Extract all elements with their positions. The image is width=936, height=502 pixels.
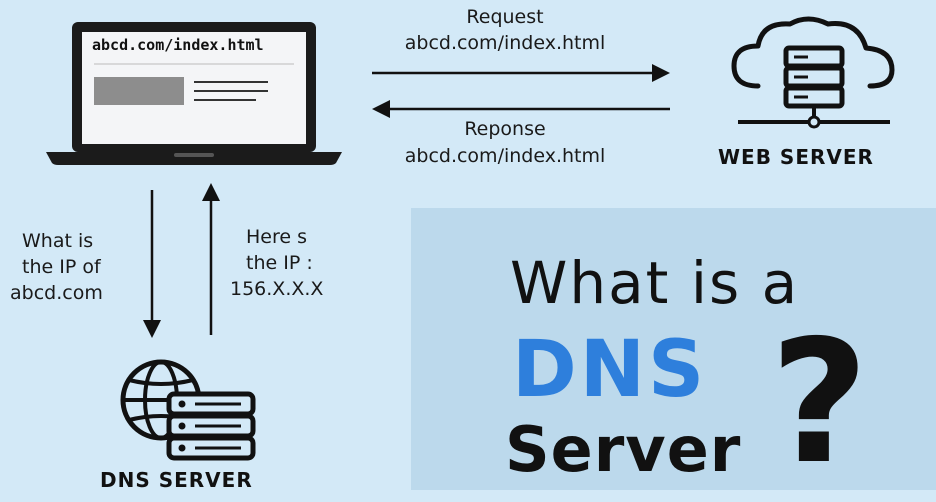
headline-server: Server xyxy=(505,413,742,486)
question-mark: ? xyxy=(770,304,869,502)
headline-panel xyxy=(411,208,936,490)
laptop-icon xyxy=(46,22,342,165)
headline-dns: DNS xyxy=(512,325,708,415)
response-arrow xyxy=(372,100,670,118)
dns-query-line3: abcd.com xyxy=(10,282,103,304)
globe-server-icon xyxy=(120,359,256,461)
query-arrow xyxy=(143,190,161,338)
dns-query-line1: What is xyxy=(22,230,94,252)
dns-answer-line1: Here s xyxy=(246,226,307,248)
dns-server-label: DNS SERVER xyxy=(100,468,253,492)
address-bar: abcd.com/index.html xyxy=(92,36,264,54)
content-image-block xyxy=(94,77,184,105)
dns-answer-line2: the IP : xyxy=(246,252,313,274)
response-title: Reponse xyxy=(464,118,546,140)
web-server-label: WEB SERVER xyxy=(718,145,874,169)
headline-line1: What is a xyxy=(510,249,800,317)
answer-arrow xyxy=(202,183,220,335)
dns-answer-line3: 156.X.X.X xyxy=(230,278,324,300)
request-url: abcd.com/index.html xyxy=(404,32,606,54)
dns-query-line2: the IP of xyxy=(22,256,101,278)
request-arrow xyxy=(372,64,670,82)
cloud-server-icon xyxy=(731,16,895,129)
response-url: abcd.com/index.html xyxy=(404,145,606,167)
request-title: Request xyxy=(466,6,544,28)
